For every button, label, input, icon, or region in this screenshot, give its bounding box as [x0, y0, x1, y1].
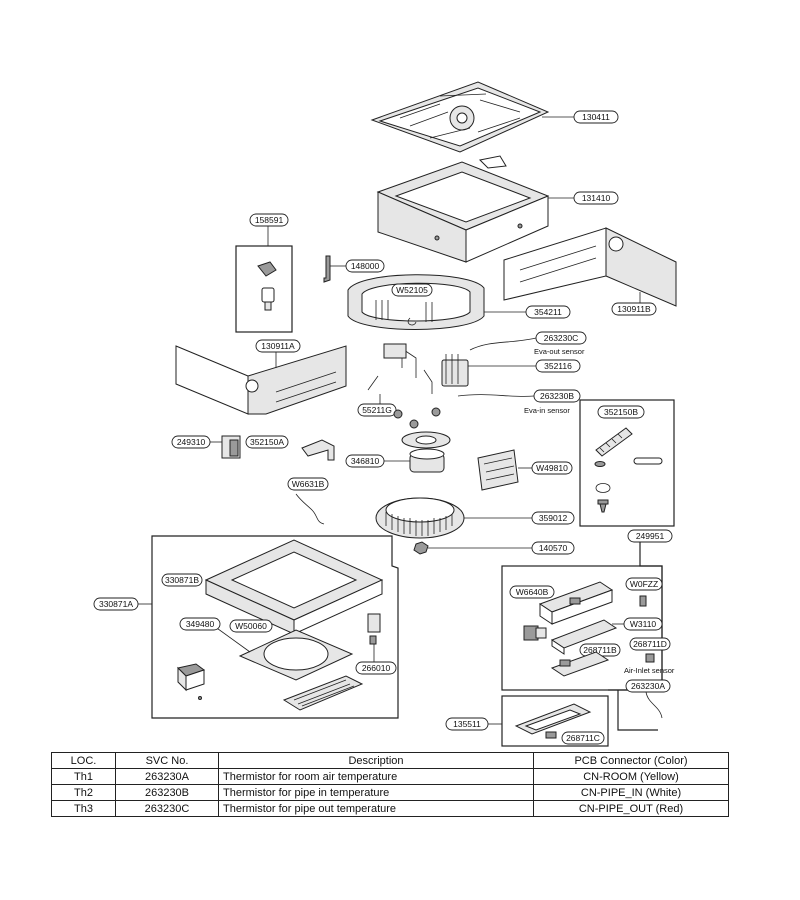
callout-352150A: 352150A [250, 437, 284, 447]
sensor-holder-part [645, 653, 655, 663]
control-assembly-frame [501, 565, 663, 691]
room-sensor-wire [645, 691, 663, 719]
cell-description: Thermistor for room air temperature [218, 768, 534, 785]
callout-W50060: W50060 [235, 621, 267, 631]
turbo-fan-part [375, 497, 465, 539]
callout-263230C: 263230C [544, 333, 579, 343]
col-loc-header: LOC. [51, 752, 116, 769]
callout-354211: 354211 [534, 307, 562, 317]
col-svc-header: SVC No. [115, 752, 219, 769]
fuse-part [639, 595, 647, 607]
callout-W3110: W3110 [630, 619, 657, 629]
cell-svc: 263230C [115, 800, 219, 817]
callout-130911B: 130911B [617, 304, 651, 314]
clamp-parts [257, 261, 277, 311]
cell-loc: Th1 [51, 768, 116, 785]
pcb-case-part [538, 581, 614, 625]
callout-W52105: W52105 [396, 285, 428, 295]
drain-hose-parts [594, 427, 663, 513]
callout-131410: 131410 [582, 193, 611, 203]
callout-349480: 349480 [186, 619, 215, 629]
control-box-part [477, 449, 519, 491]
callout-W6640B: W6640B [516, 587, 549, 597]
orifice-part [238, 629, 354, 681]
callout-148000: 148000 [351, 261, 380, 271]
side-panel-a-part [175, 345, 347, 415]
callout-268711B: 268711B [583, 645, 617, 655]
callout-W6631B: W6631B [292, 479, 325, 489]
terminal-block-part [523, 625, 547, 641]
callout-266010: 266010 [362, 663, 391, 673]
callout-352150B: 352150B [604, 407, 638, 417]
cell-pcb: CN-PIPE_OUT (Red) [533, 800, 729, 817]
drain-hose-frame [579, 399, 675, 527]
col-pcb-header: PCB Connector (Color) [533, 752, 729, 769]
callout-130411: 130411 [582, 112, 610, 122]
side-panel-b-part [503, 227, 677, 307]
table-row: Th2 263230B Thermistor for pipe in tempe… [51, 784, 729, 801]
display-cover-part [514, 703, 592, 735]
thermistor-table: LOC. SVC No. Description PCB Connector (… [51, 752, 729, 817]
callout-249951: 249951 [636, 531, 665, 541]
callout-55211G: 55211G [362, 405, 392, 415]
pcb-cover-part [550, 619, 618, 655]
table-row: Th1 263230A Thermistor for room air temp… [51, 768, 729, 785]
callout-268711C: 268711C [566, 733, 600, 743]
cell-svc: 263230A [115, 768, 219, 785]
cell-loc: Th2 [51, 784, 116, 801]
display-pcb-part [545, 731, 557, 739]
motor-part [393, 407, 451, 473]
air-inlet-sensor-note: Air-Inlet sensor [624, 666, 675, 675]
cell-description: Thermistor for pipe out temperature [218, 800, 534, 817]
display-assembly-frame [501, 695, 609, 747]
pipe-352150A-part [301, 439, 335, 461]
callout-352116: 352116 [544, 361, 572, 371]
eva-out-sensor-note: Eva-out sensor [534, 347, 585, 356]
wire-W6631B-part [295, 493, 325, 525]
callout-135511: 135511 [453, 719, 481, 729]
front-grille-part [370, 81, 550, 169]
callout-346810: 346810 [351, 456, 380, 466]
evaporator-part [347, 274, 485, 330]
eva-in-sensor-note: Eva-in sensor [524, 406, 570, 415]
cell-pcb: CN-PIPE_IN (White) [533, 784, 729, 801]
clip-249310-part [221, 435, 241, 459]
front-panel-frame-part [204, 539, 384, 635]
callout-263230B: 263230B [540, 391, 574, 401]
callout-130911A: 130911A [261, 341, 295, 351]
display-box-part [177, 663, 206, 700]
cell-svc: 263230B [115, 784, 219, 801]
motor-bracket-266010-part [367, 613, 381, 645]
callout-263230A: 263230A [631, 681, 665, 691]
table-row: Th3 263230C Thermistor for pipe out temp… [51, 800, 729, 817]
pcb-plate-part [550, 651, 610, 677]
refrigerant-piping-part [367, 343, 469, 394]
callout-W49810: W49810 [536, 463, 568, 473]
cabinet-part [376, 161, 550, 263]
callout-249310: 249310 [177, 437, 206, 447]
fan-nut-part [413, 541, 429, 555]
callout-330871A: 330871A [99, 599, 133, 609]
clamp-group-frame [235, 245, 293, 333]
callout-330871B: 330871B [165, 575, 199, 585]
col-description-header: Description [218, 752, 534, 769]
filter-part [282, 675, 364, 711]
callout-359012: 359012 [539, 513, 568, 523]
bracket-148000-part [323, 255, 331, 283]
cell-loc: Th3 [51, 800, 116, 817]
cell-description: Thermistor for pipe in temperature [218, 784, 534, 801]
callout-140570: 140570 [539, 543, 568, 553]
callout-268711D: 268711D [633, 639, 667, 649]
panel-assembly-frame [151, 535, 399, 719]
table-header-row: LOC. SVC No. Description PCB Connector (… [51, 752, 729, 769]
callout-158591: 158591 [255, 215, 284, 225]
callout-W0FZZ: W0FZZ [630, 579, 658, 589]
cell-pcb: CN-ROOM (Yellow) [533, 768, 729, 785]
